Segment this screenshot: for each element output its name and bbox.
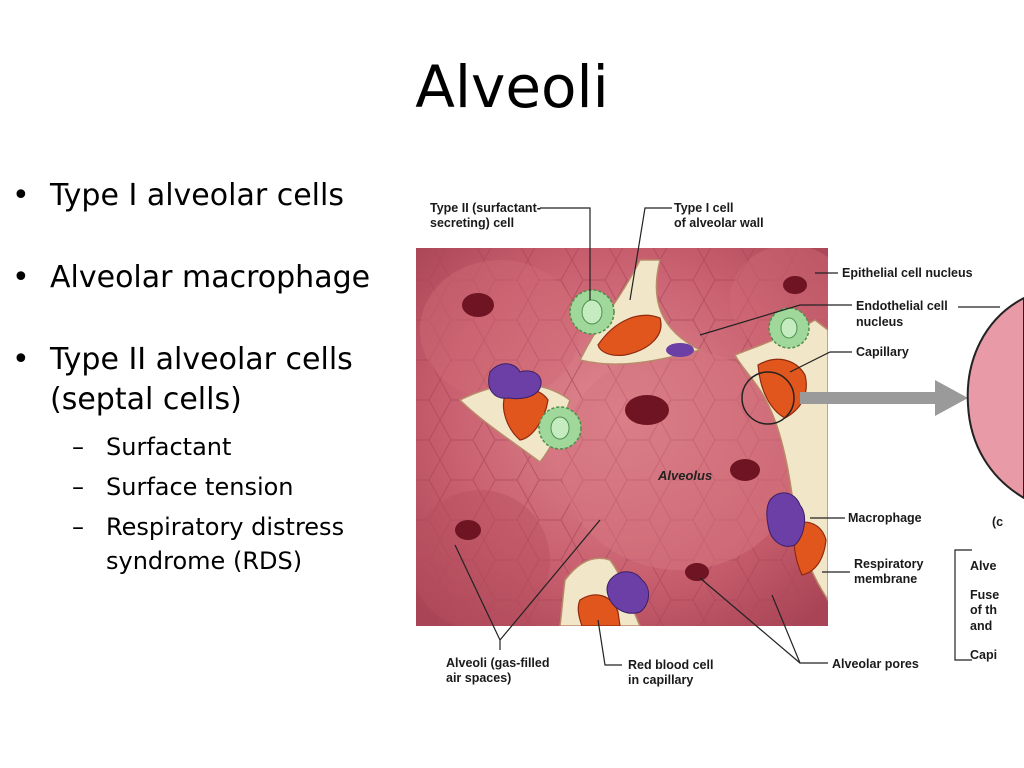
red-blood-cell xyxy=(730,459,760,481)
macrophage-cell xyxy=(766,492,806,547)
bullet-dot: • xyxy=(12,260,30,295)
label-resp-membrane-line1: Respiratory xyxy=(854,557,924,571)
leader-lines xyxy=(454,207,1000,666)
label-resp-membrane-line2: membrane xyxy=(854,572,918,586)
label-macrophage: Macrophage xyxy=(848,511,922,525)
bullet-text: Type I alveolar cells xyxy=(50,178,344,213)
bullet-text-line-2: (septal cells) xyxy=(50,382,242,417)
label-cut-ofth: of th xyxy=(970,603,998,617)
label-type1-line1: Type I cell xyxy=(674,201,734,215)
label-alveolar-pores: Alveolar pores xyxy=(832,657,919,671)
bullet-dot: • xyxy=(12,342,30,377)
red-blood-cell xyxy=(783,276,807,294)
label-cut-alve: Alve xyxy=(970,559,997,573)
sub-bullet-dash: – xyxy=(72,473,84,501)
label-rbc-line2: in capillary xyxy=(628,673,694,687)
sub-bullet-text: Surface tension xyxy=(106,473,294,501)
label-epithelial-nucleus: Epithelial cell nucleus xyxy=(842,266,973,280)
sub-bullet-text-line-2: syndrome (RDS) xyxy=(106,547,303,575)
red-blood-cell xyxy=(685,563,709,581)
capillary xyxy=(577,594,621,626)
magnify-circle xyxy=(741,371,795,425)
label-endothelial-line2: nucleus xyxy=(856,315,904,329)
slide-title: Alveoli xyxy=(415,53,609,121)
sub-bullet-text-line-1: Respiratory distress xyxy=(106,513,345,541)
red-blood-cell xyxy=(462,293,494,317)
label-rbc-line1: Red blood cell xyxy=(628,658,714,672)
sub-bullet-dash: – xyxy=(72,513,84,541)
bullet-dot: • xyxy=(12,178,30,213)
bullet-text-line-1: Type II alveolar cells xyxy=(50,342,353,377)
bullet-text: Alveolar macrophage xyxy=(50,260,371,295)
sub-bullet-dash: – xyxy=(72,433,84,461)
macrophage-cell xyxy=(488,363,542,400)
macrophage-cell xyxy=(606,571,649,614)
capillary xyxy=(597,314,662,357)
label-type2-line2: secreting) cell xyxy=(430,216,515,230)
zoom-arrow xyxy=(800,380,968,416)
label-endothelial-line1: Endothelial cell xyxy=(856,299,948,313)
magnified-view xyxy=(966,296,1024,500)
label-cut-fuse: Fuse xyxy=(970,588,1000,602)
alveolus-label: Alveolus xyxy=(657,468,712,483)
sub-bullet-text: Surfactant xyxy=(106,433,232,461)
alveolus-space xyxy=(560,350,800,570)
label-type2-line1: Type II (surfactant- xyxy=(430,201,541,215)
label-capillary: Capillary xyxy=(856,345,909,359)
label-alveoli-line2: air spaces) xyxy=(446,671,512,685)
red-blood-cell xyxy=(625,395,669,425)
red-blood-cell xyxy=(455,520,481,540)
label-cut-capi: Capi xyxy=(970,648,998,662)
label-cut-paren: (c xyxy=(992,515,1004,529)
label-alveoli-line1: Alveoli (gas-filled xyxy=(446,656,550,670)
label-cut-and: and xyxy=(970,619,993,633)
label-type1-line2: of alveolar wall xyxy=(674,216,764,230)
